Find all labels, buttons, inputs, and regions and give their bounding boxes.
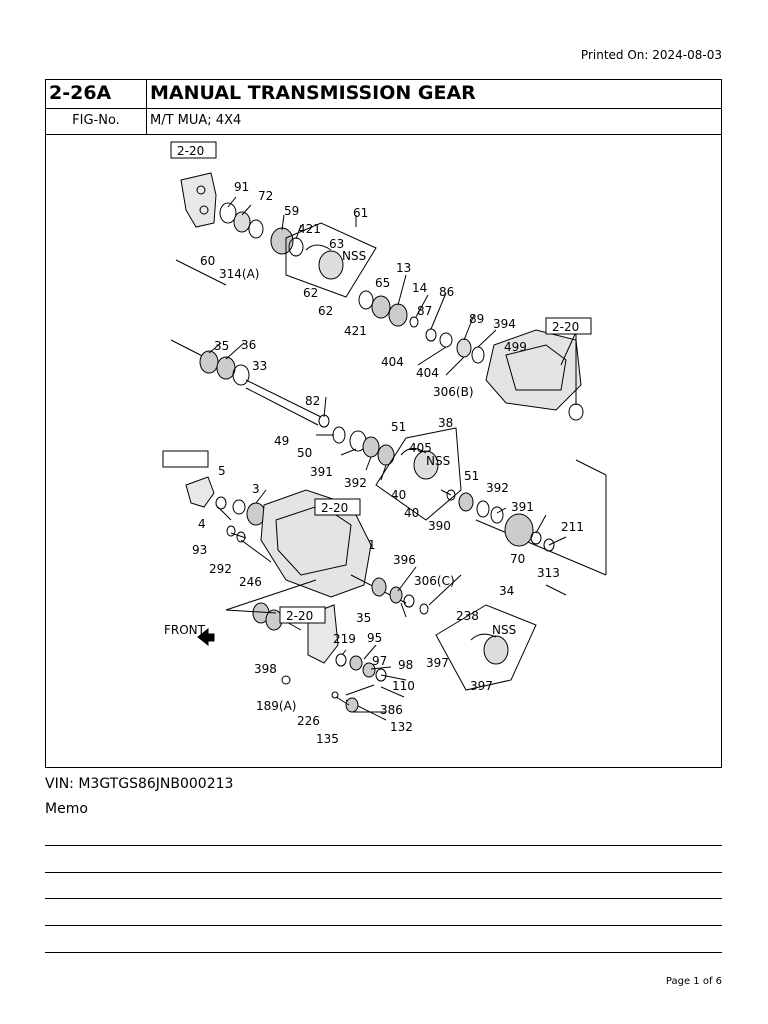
- callout-label: 132: [390, 720, 413, 734]
- callout-label: 135: [316, 732, 339, 746]
- callout-label: 391: [310, 465, 333, 479]
- callout-label: 1: [368, 538, 376, 552]
- callout-label: 63: [329, 237, 344, 251]
- figure-description: M/T MUA; 4X4: [150, 113, 242, 128]
- callout-label: NSS: [342, 249, 366, 263]
- callout-label: 35: [356, 611, 371, 625]
- callout-label: 50: [297, 446, 312, 460]
- callout-label: 35: [214, 339, 229, 353]
- callout-label: 89: [469, 312, 484, 326]
- callout-label: 93: [192, 543, 207, 557]
- callout-label: NSS: [426, 454, 450, 468]
- memo-label: Memo: [45, 801, 88, 817]
- callout-label: 397: [470, 679, 493, 693]
- callout-label: FRONT: [164, 623, 206, 637]
- printed-on-date: Printed On: 2024-08-03: [580, 48, 722, 62]
- figure-title: MANUAL TRANSMISSION GEAR: [150, 82, 476, 104]
- callout-label: 2-20: [286, 609, 313, 623]
- callout-label: 62: [303, 286, 318, 300]
- vin-number: VIN: M3GTGS86JNB000213: [45, 776, 234, 792]
- callout-label: 306(C): [414, 574, 455, 588]
- callout-label: 82: [305, 394, 320, 408]
- callout-label: 97: [372, 654, 387, 668]
- callout-label: 65: [375, 276, 390, 290]
- callout-label: 98: [398, 658, 413, 672]
- callout-label: 499: [504, 340, 527, 354]
- page-number: Page 1 of 6: [665, 976, 722, 987]
- callout-label: 211: [561, 520, 584, 534]
- callout-label: 306(B): [433, 385, 474, 399]
- callout-label: 2-20: [321, 501, 348, 515]
- callout-label: 314(A): [219, 267, 259, 281]
- callout-label: 189(A): [256, 699, 296, 713]
- callout-label: 421: [344, 324, 367, 338]
- callout-label: 394: [493, 317, 516, 331]
- callout-label: 226: [297, 714, 320, 728]
- callout-label: 60: [200, 254, 215, 268]
- memo-line: [45, 952, 722, 953]
- callout-label: 51: [464, 469, 479, 483]
- callout-label: 390: [428, 519, 451, 533]
- callout-labels: 2-20 91 72 59 421 61 63 NSS 60 314(A) 62…: [164, 144, 584, 746]
- callout-label: 70: [510, 552, 525, 566]
- figure-number: 2-26A: [49, 82, 112, 104]
- callout-label: 404: [416, 366, 439, 380]
- memo-line: [45, 925, 722, 926]
- callout-label: 49: [274, 434, 289, 448]
- callout-label: 40: [391, 488, 406, 502]
- callout-label: 62: [318, 304, 333, 318]
- callout-label: 110: [392, 679, 415, 693]
- callout-label: 91: [234, 180, 249, 194]
- callout-label: 34: [499, 584, 514, 598]
- memo-line: [45, 872, 722, 873]
- callout-label: 5: [218, 464, 226, 478]
- callout-label: 61: [353, 206, 368, 220]
- callout-label: 404: [381, 355, 404, 369]
- callout-label: 13: [396, 261, 411, 275]
- callout-label: 51: [391, 420, 406, 434]
- callout-label: 33: [252, 359, 267, 373]
- callout-label: 3: [252, 482, 260, 496]
- callout-label: 2-20: [552, 320, 579, 334]
- exploded-parts-diagram: 2-20 91 72 59 421 61 63 NSS 60 314(A) 62…: [46, 135, 721, 767]
- callout-label: 38: [438, 416, 453, 430]
- callout-label: 95: [367, 631, 382, 645]
- callout-label: 392: [486, 481, 509, 495]
- callout-label: 398: [254, 662, 277, 676]
- subheader-row: [46, 109, 721, 135]
- callout-label: NSS: [492, 623, 516, 637]
- callout-label: 36: [241, 338, 256, 352]
- callout-label: 386: [380, 703, 403, 717]
- memo-line: [45, 898, 722, 899]
- callout-label: 246: [239, 575, 262, 589]
- callout-label: 396: [393, 553, 416, 567]
- callout-label: 40: [404, 506, 419, 520]
- callout-label: 72: [258, 189, 273, 203]
- fig-no-label: FIG-No.: [72, 113, 120, 128]
- memo-line: [45, 845, 722, 846]
- callout-label: 2-20: [177, 144, 204, 158]
- callout-label: 313: [537, 566, 560, 580]
- parts-diagram-svg: 2-20 91 72 59 421 61 63 NSS 60 314(A) 62…: [162, 141, 607, 746]
- callout-label: 86: [439, 285, 454, 299]
- callout-label: 238: [456, 609, 479, 623]
- callout-label: 219: [333, 632, 356, 646]
- callout-label: 392: [344, 476, 367, 490]
- callout-label: 292: [209, 562, 232, 576]
- callout-label: 405: [409, 441, 432, 455]
- figure-sheet: 2-26A MANUAL TRANSMISSION GEAR FIG-No. M…: [45, 79, 722, 768]
- callout-label: 421: [298, 222, 321, 236]
- header-row: [46, 80, 721, 109]
- callout-label: 4: [198, 517, 206, 531]
- callout-label: 87: [417, 304, 432, 318]
- callout-label: 391: [511, 500, 534, 514]
- callout-label: 397: [426, 656, 449, 670]
- callout-label: 14: [412, 281, 427, 295]
- callout-label: 59: [284, 204, 299, 218]
